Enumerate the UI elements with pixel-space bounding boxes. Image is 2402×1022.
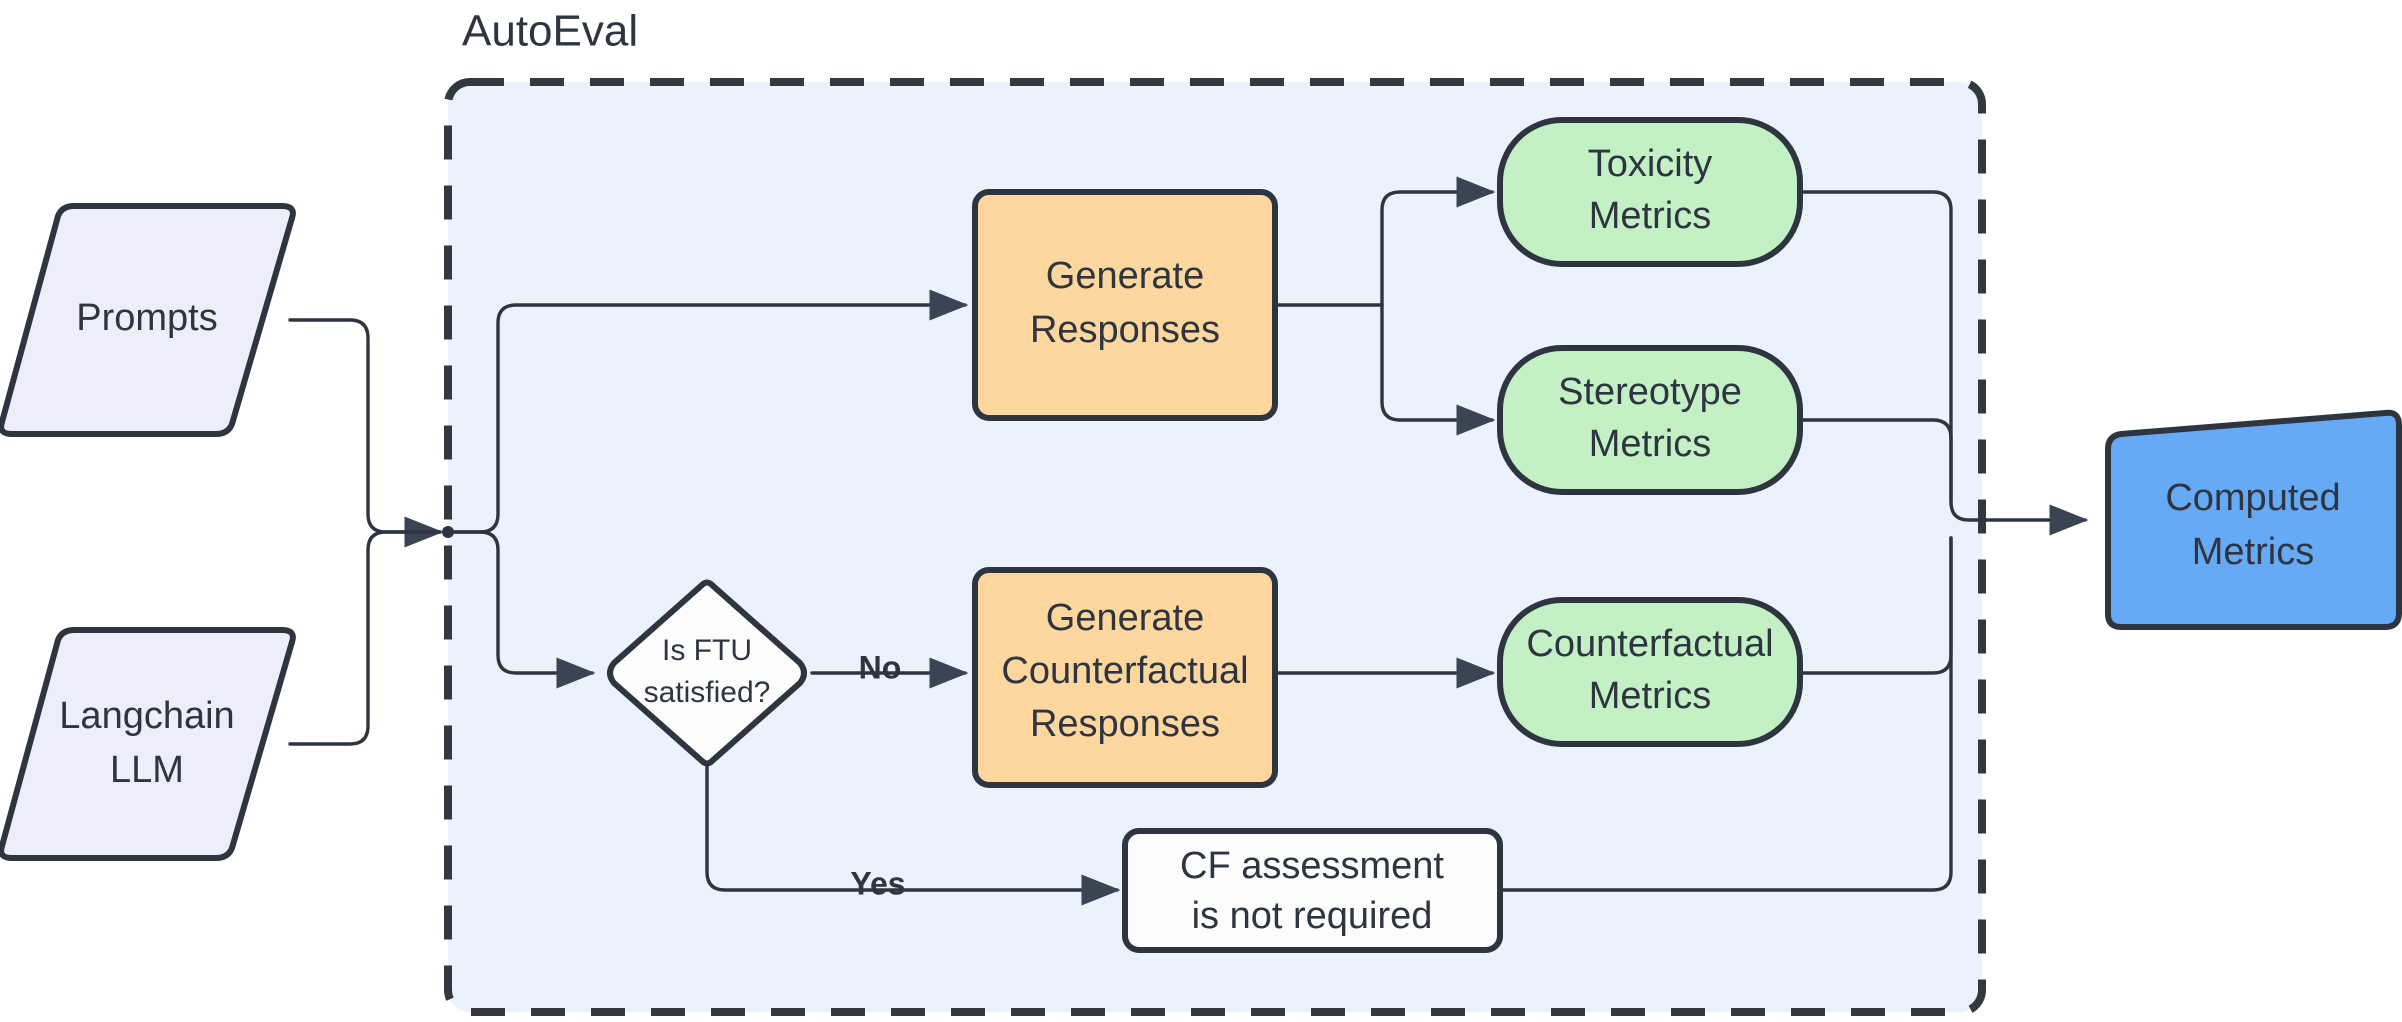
node-computed-metrics-label-line1: Computed [2165, 477, 2340, 519]
node-cf-not-required-label-line1: CF assessment [1180, 845, 1444, 887]
edge-junction-to-ftu-decision [446, 530, 596, 689]
node-counterfactual-metrics-label-line1: Counterfactual [1526, 623, 1773, 665]
node-toxicity-metrics-label-line1: Toxicity [1588, 143, 1713, 185]
node-generate-cf-responses[interactable] [972, 567, 1278, 788]
node-prompts-label: Prompts [76, 297, 217, 339]
edge-stereotype-to-collector [1800, 418, 1953, 504]
edge-label-yes: Yes [850, 865, 905, 901]
node-prompts[interactable] [0, 203, 296, 437]
edge-langchain-to-junction [288, 530, 442, 746]
edge-toxicity-to-collector [1800, 190, 2089, 536]
edge-junction-to-generate-responses [446, 289, 969, 534]
node-counterfactual-metrics-label-line2: Metrics [1589, 675, 1711, 717]
node-stereotype-metrics[interactable] [1497, 345, 1803, 495]
node-generate-responses[interactable] [972, 189, 1278, 421]
node-toxicity-metrics-label-line2: Metrics [1589, 195, 1711, 237]
node-ftu-decision-label-line1: Is FTU [662, 634, 752, 667]
node-ftu-decision-label-line2: satisfied? [644, 676, 771, 709]
node-stereotype-metrics-label-line1: Stereotype [1558, 371, 1742, 413]
edge-label-no: No [859, 649, 902, 685]
node-generate-responses-label-line1: Generate [1046, 255, 1204, 297]
node-generate-cf-responses-label-line2: Counterfactual [1001, 650, 1248, 692]
node-langchain-llm-label-line1: Langchain [59, 695, 234, 737]
node-generate-cf-responses-label-line1: Generate [1046, 597, 1204, 639]
node-langchain-llm[interactable] [0, 627, 296, 861]
node-ftu-decision[interactable] [607, 579, 807, 767]
node-counterfactual-metrics[interactable] [1497, 597, 1803, 747]
node-toxicity-metrics[interactable] [1497, 117, 1803, 267]
edge-ftu-yes-to-cf-not-required [705, 761, 1121, 906]
node-cf-not-required[interactable] [1122, 828, 1503, 953]
node-computed-metrics[interactable] [2105, 409, 2402, 630]
node-stereotype-metrics-label-line2: Metrics [1589, 423, 1711, 465]
edge-split-to-stereotype [1380, 303, 1496, 436]
node-computed-metrics-label-line2: Metrics [2192, 531, 2314, 573]
edge-cf-not-required-to-collector [1500, 536, 1953, 892]
autoeval-group-title: AutoEval [462, 7, 638, 56]
edge-prompts-to-junction [288, 318, 444, 548]
node-generate-responses-label-line2: Responses [1030, 309, 1220, 351]
autoeval-group-container [444, 78, 1986, 1016]
node-cf-not-required-label-line2: is not required [1192, 895, 1433, 937]
node-langchain-llm-label-line2: LLM [110, 749, 184, 791]
node-generate-cf-responses-label-line3: Responses [1030, 703, 1220, 745]
edge-split-to-toxicity [1380, 176, 1496, 307]
